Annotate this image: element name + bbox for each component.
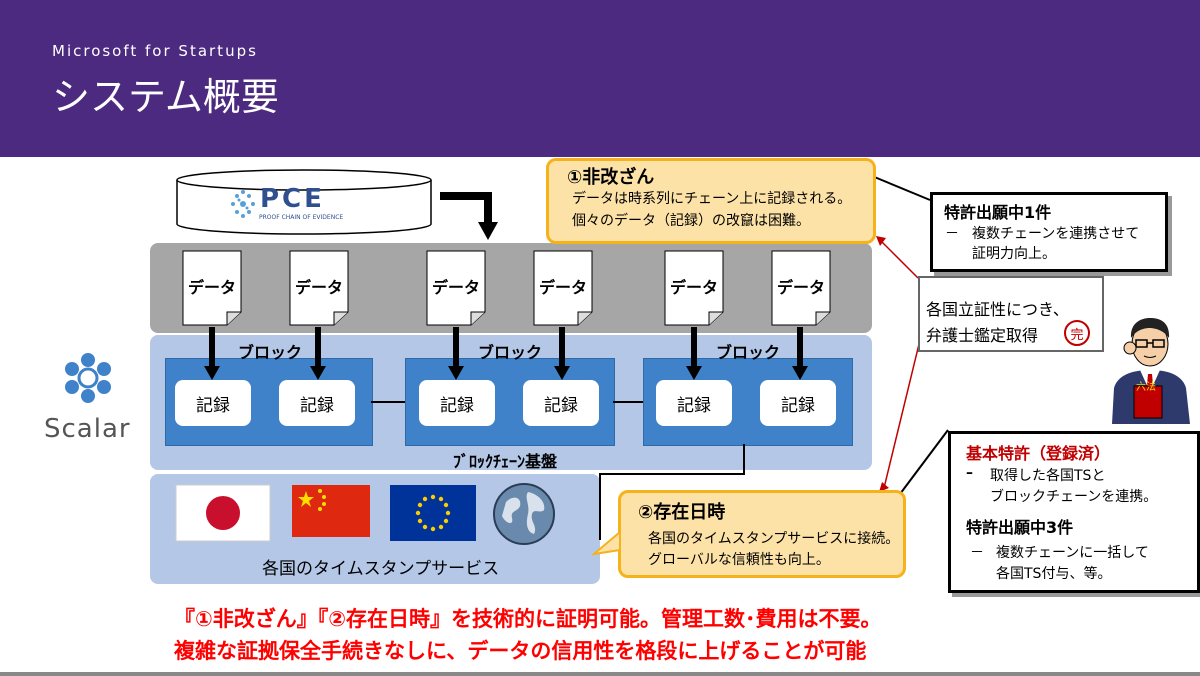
data-document-label: データ	[538, 278, 587, 297]
patent-pending-title: 特許出願中1件	[944, 203, 1052, 222]
header-bar	[0, 0, 1200, 157]
patent-pending-line2: 証明力向上。	[972, 246, 1056, 262]
pce-database-icon	[176, 169, 432, 235]
patent-registered-box	[948, 431, 1200, 593]
data-document: データ	[533, 250, 593, 326]
lawyer-appraisal-line1: 各国立証性につき、	[926, 300, 1069, 319]
data-document-label: データ	[431, 278, 480, 297]
completed-stamp-icon: 完	[1064, 320, 1090, 346]
patent-pending3-line1: 複数チェーンに一括して	[996, 545, 1149, 561]
callout-existence-time-line1: 各国のタイムスタンプサービスに接続。	[648, 531, 900, 547]
data-layer	[150, 243, 872, 333]
data-document: データ	[289, 250, 349, 326]
record-box: 記録	[175, 380, 251, 426]
footer-summary-line2: 複雑な証拠保全手続きなしに、データの信用性を格段に上げることが可能	[174, 639, 867, 663]
patent-pending-box	[930, 192, 1168, 272]
lawyer-book-label: 六法	[1136, 382, 1156, 393]
pce-logo-subtext: PROOF CHAIN OF EVIDENCE	[259, 214, 344, 221]
patent-registered-title: 基本特許（登録済）	[966, 444, 1111, 463]
block-label: ブロック	[238, 343, 303, 362]
pce-logo-text: PCE	[260, 184, 325, 214]
patent-registered-line1: 取得した各国TSと	[990, 468, 1106, 484]
lawyer-appraisal-line2: 弁護士鑑定取得	[926, 326, 1039, 345]
data-document-label: データ	[776, 278, 825, 297]
patent-pending3-title: 特許出願中3件	[966, 518, 1074, 537]
patent-pending3-line2: 各国TS付与、等。	[996, 566, 1112, 582]
data-document-label: データ	[294, 278, 343, 297]
data-document-label: データ	[669, 278, 718, 297]
eu-flag-icon	[390, 485, 476, 541]
japan-flag-icon	[175, 484, 271, 542]
callout-tamper-proof-line2: 個々のデータ（記録）の改竄は困難。	[572, 213, 810, 229]
record-box: 記録	[523, 380, 599, 426]
patent-registered-bullet: –	[966, 465, 973, 481]
patent-pending-bullet: －	[945, 226, 959, 242]
scalar-logo-icon	[65, 353, 111, 403]
record-box: 記録	[419, 380, 495, 426]
patent-pending3-bullet: －	[970, 545, 984, 561]
callout-tamper-proof-title: ①非改ざん	[567, 167, 655, 188]
timestamp-service-label: 各国のタイムスタンプサービス	[262, 559, 500, 579]
patent-registered-line2: ブロックチェーンを連携。	[990, 489, 1158, 505]
data-document: データ	[182, 250, 242, 326]
callout-tamper-proof-line1: データは時系列にチェーン上に記録される。	[572, 191, 852, 207]
page-title: システム概要	[52, 75, 279, 119]
block-label: ブロック	[716, 343, 781, 362]
record-box: 記録	[760, 380, 836, 426]
callout-existence-time-line2: グローバルな信頼性も向上。	[648, 552, 830, 568]
data-document: データ	[664, 250, 724, 326]
footer-summary-line1: 『①非改ざん』『②存在日時』を技術的に証明可能。管理工数･費用は不要。	[174, 607, 882, 631]
patent-pending-line1: 複数チェーンを連携させて	[972, 226, 1140, 242]
globe-icon	[493, 483, 555, 545]
record-box: 記録	[656, 380, 732, 426]
china-flag-icon	[292, 485, 370, 537]
callout-existence-time-title: ②存在日時	[638, 502, 726, 523]
record-box: 記録	[279, 380, 355, 426]
block-label: ブロック	[478, 343, 543, 362]
callout-existence-time	[618, 490, 906, 578]
blockchain-base-label: ﾌﾞﾛｯｸﾁｪｰﾝ基盤	[453, 452, 558, 471]
data-document: データ	[426, 250, 486, 326]
callout-tamper-proof	[546, 158, 876, 244]
brand-label: Microsoft for Startups	[52, 42, 258, 60]
bottom-divider	[0, 672, 1200, 676]
data-document: データ	[771, 250, 831, 326]
callout-pointer	[592, 530, 621, 556]
data-document-label: データ	[187, 278, 236, 297]
scalar-label: Scalar	[44, 414, 131, 444]
lawyer-character-icon	[1112, 318, 1190, 424]
flow-arrow-icon	[440, 192, 498, 240]
